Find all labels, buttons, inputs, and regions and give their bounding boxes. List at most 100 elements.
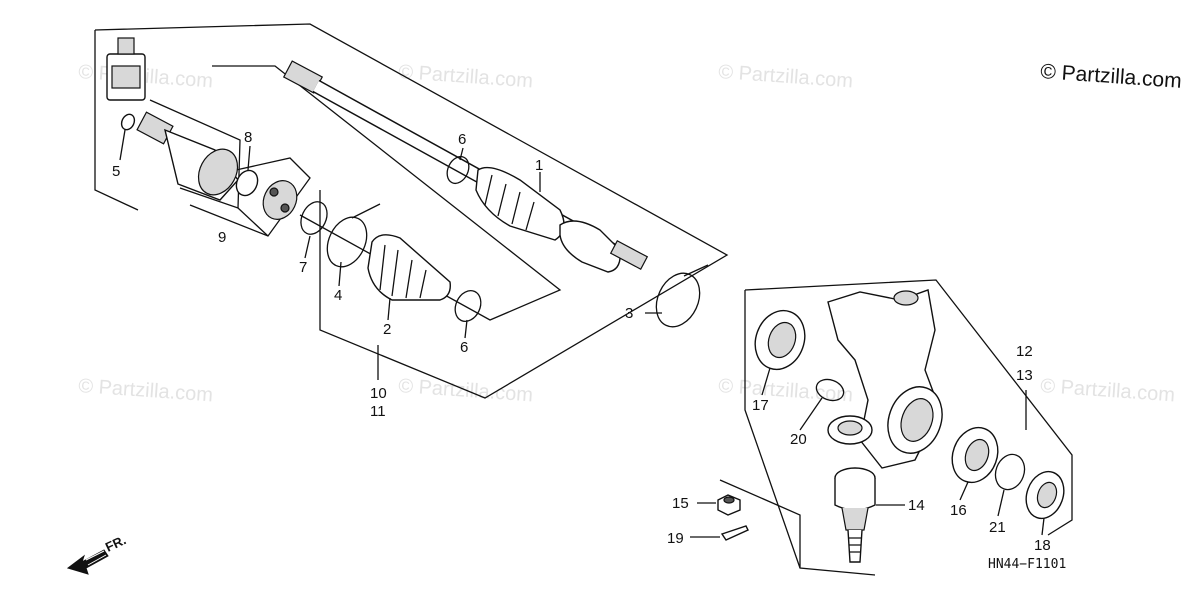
callout-13: 13 [1016,367,1033,384]
boot-ribs-2 [379,244,427,299]
bearing-inner-16 [964,438,990,472]
boot-band-part-4 [326,216,368,268]
watermark-3: © Partzilla.com [718,61,854,92]
watermark-2: © Partzilla.com [398,61,534,92]
circlip-part-20 [815,378,845,402]
callout-15: 15 [672,495,689,512]
shaft-boot-inner [475,166,565,241]
castle-nut-part-15 [717,494,741,516]
kit-frame [94,30,139,211]
bottle-label [111,65,141,89]
bottle-cap [117,37,135,55]
leader-7 [304,235,311,259]
nut-hole [723,496,735,504]
shaft-boot-outer [559,220,621,273]
callout-17: 17 [752,397,769,414]
ball-joint-body [834,478,876,511]
leader-lines [119,129,1045,538]
clip-part-8 [235,169,259,197]
front-arrow-icon [66,549,109,575]
callout-10: 10 [370,385,387,402]
shaft-assembly-frame [94,23,729,399]
watermark-7: © Partzilla.com [1040,375,1176,406]
callout-5: 5 [112,163,120,180]
shaft-boot-ribs [484,174,535,231]
callout-19: 19 [667,530,684,547]
leader-21 [997,489,1005,517]
band-tail-3 [683,264,709,277]
callout-14: 14 [908,497,925,514]
joint-frame-9-bottom [189,157,311,237]
small-band-part-6-lower [454,289,482,323]
ball-joint-stud [847,529,863,563]
knuckle-frame-left [744,290,876,576]
diagram-code: HN44−F1101 [988,557,1066,572]
assembly-outlines [94,23,1073,576]
callout-18: 18 [1034,537,1051,554]
cage-ball-2 [280,203,290,213]
band-part-6-upper [446,155,470,185]
steering-knuckle [827,289,943,469]
drive-shaft-part-1 [282,60,649,273]
front-direction-indicator: FR. [66,532,128,575]
leader-17 [761,367,771,396]
bearing-cage [262,180,298,220]
watermark-4: © Partzilla.com [78,375,214,406]
knuckle-hub-inner [900,398,934,442]
leader-6-lower [464,319,468,339]
leader-16 [959,481,969,501]
front-arrow-hatch [85,550,107,566]
ball-joint-threads [849,537,861,553]
callout-1: 1 [535,157,543,174]
leader-6-upper [459,147,464,161]
ball-joint-neck [841,507,869,531]
knuckle-frame [744,279,1073,536]
snap-ring-part-7 [300,201,328,235]
shaft-spline-outer [609,240,649,270]
callout-6-upper: 6 [458,131,466,148]
oil-seal-inner-17 [767,321,797,359]
leader-5 [119,129,126,161]
balljoint-frame [719,479,801,568]
band-part-3 [655,272,701,328]
knuckle-lower-hole [837,420,863,436]
copyright-text: © Partzilla.com [1040,60,1183,93]
joint-frame-9-top [149,99,241,209]
leader-18 [1041,517,1045,536]
leader-8 [247,145,251,171]
boot-body-2 [367,234,451,301]
grease-bottle [106,37,146,101]
o-ring-part-5 [120,113,136,131]
watermarks: © Partzilla.com © Partzilla.com © Partzi… [78,61,1176,406]
callout-16: 16 [950,502,967,519]
knuckle-arm-hole [893,290,919,306]
leader-20 [799,397,823,431]
joint-cup [197,148,239,196]
callout-8: 8 [244,129,252,146]
callout-20: 20 [790,431,807,448]
callout-3: 3 [625,305,633,322]
cotter-pin-part-19 [720,525,749,541]
front-label: FR. [103,532,128,554]
callout-4: 4 [334,287,342,304]
callout-7: 7 [299,259,307,276]
cage-ball-1 [269,187,279,197]
watermark-6: © Partzilla.com [718,375,854,406]
circlip-part-21 [994,453,1026,491]
boot-part-2 [367,234,451,301]
callout-21: 21 [989,519,1006,536]
joint-frame-9-side [237,207,269,237]
callouts: 1 2 3 4 5 6 6 7 8 9 10 11 12 13 14 15 16… [112,129,1051,554]
oil-seal-inner-18 [1036,481,1058,509]
band-tail-4 [351,203,381,219]
callout-9: 9 [218,229,226,246]
callout-2: 2 [383,321,391,338]
outer-joint-part-9 [136,111,239,201]
ball-joint-part-14 [834,467,876,563]
callout-6-lower: 6 [460,339,468,356]
callout-12: 12 [1016,343,1033,360]
callout-11: 11 [370,403,386,420]
leader-2 [387,297,391,321]
leader-4 [338,261,342,287]
